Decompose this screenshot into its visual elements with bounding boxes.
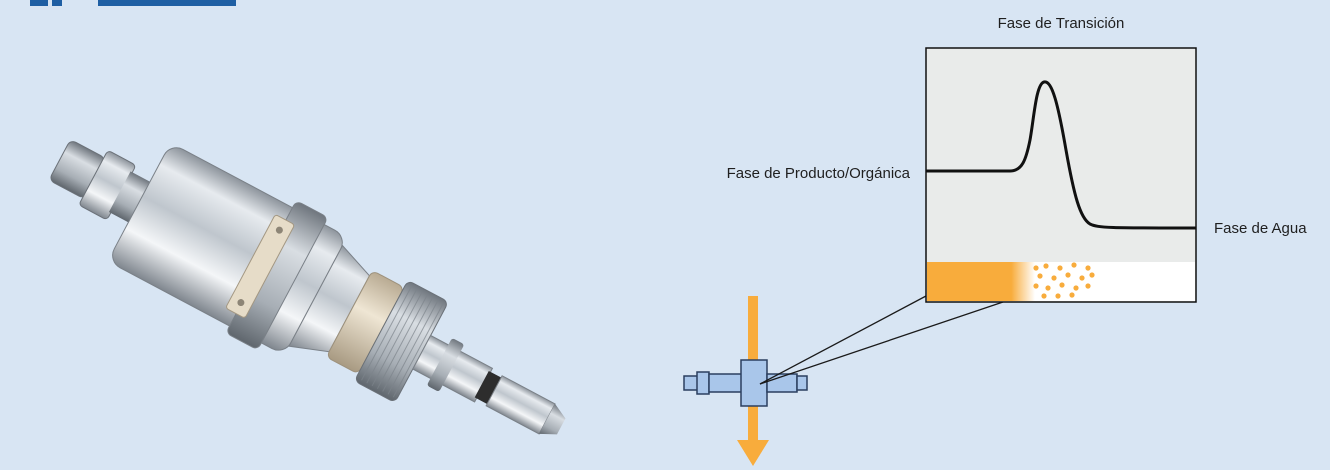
water-phase-label: Fase de Agua (1214, 220, 1307, 237)
signal-curve (925, 80, 1197, 230)
zoom-connector-lines (759, 295, 1004, 385)
company-logo-icon (30, 0, 236, 6)
organic-phase-fill (927, 262, 1035, 301)
transition-phase-label: Fase de Transición (998, 15, 1125, 32)
sensor-probe-icon (50, 141, 566, 435)
droplets (1033, 262, 1095, 299)
product-phase-label: Fase de Producto/Orgánica (727, 165, 911, 182)
pipe-tee-icon (683, 359, 808, 407)
signal-panel (925, 47, 1197, 303)
